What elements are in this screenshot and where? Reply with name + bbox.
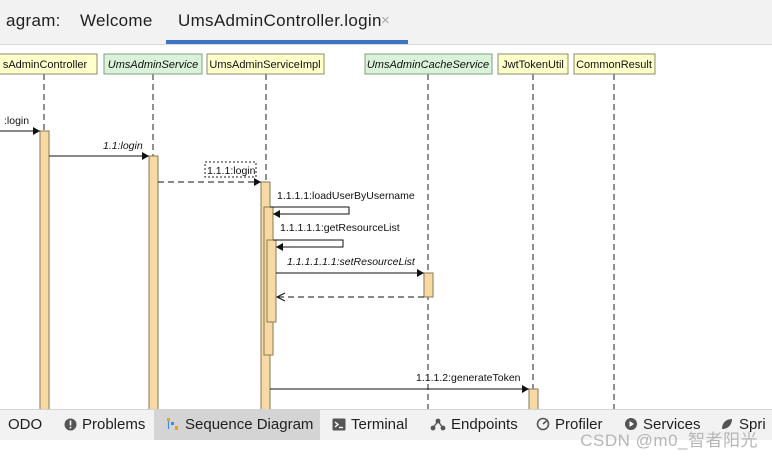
tool-endpoints[interactable]: Endpoints [430, 416, 518, 433]
sequence-diagram-icon [167, 418, 178, 430]
self-message-arrow[interactable] [273, 239, 344, 248]
tool-label: Profiler [555, 416, 603, 433]
tool-label: Sequence Diagram [185, 416, 314, 433]
terminal-icon [332, 418, 346, 431]
message-label: 1.1:login [103, 140, 143, 152]
tool-label: Terminal [351, 416, 408, 433]
tool-label: Spri [739, 416, 766, 433]
lifeline-jwttokenutil[interactable]: JwtTokenUtil [497, 53, 569, 75]
message-label: 1.1.1.1.1:getResourceList [280, 222, 400, 234]
lifeline-commonresult[interactable]: CommonResult [573, 53, 656, 75]
lifeline-label: CommonResult [576, 59, 652, 71]
footer-strip [0, 440, 772, 457]
arrowhead [273, 210, 280, 218]
active-tab-indicator [166, 40, 408, 44]
tool-problems[interactable]: Problems [64, 416, 145, 433]
lifeline-umsadmincontroller[interactable]: sAdminController [0, 53, 98, 75]
tool-terminal[interactable]: Terminal [332, 416, 408, 433]
lifeline-umsadminservice[interactable]: UmsAdminService [103, 53, 203, 75]
activation-bar [423, 272, 434, 298]
lifeline-umsadmincacheservice[interactable]: UmsAdminCacheService [364, 53, 493, 75]
tab-welcome[interactable]: Welcome [80, 11, 153, 30]
message-label: :login [4, 115, 29, 127]
lifeline-label: sAdminController [3, 59, 88, 71]
self-message-arrow[interactable] [270, 206, 350, 215]
lifeline-label: UmsAdminService [108, 59, 198, 71]
message-label: 1.1.1:login [207, 165, 256, 177]
activation-bar [39, 130, 50, 409]
message-label: 1.1.1.1:loadUserByUsername [277, 190, 415, 202]
active-tool-highlight [154, 410, 320, 441]
problems-icon [64, 418, 77, 431]
editor-tab-bar: agram: Welcome UmsAdminController.login … [0, 0, 772, 45]
tool-label: ODO [8, 416, 43, 433]
tab-umsadmincontroller-login[interactable]: UmsAdminController.login [178, 11, 382, 30]
message-label: 1.1.1.2:generateToken [416, 372, 521, 384]
lifeline-umsadminserviceimpl[interactable]: UmsAdminServiceImpl [206, 53, 325, 75]
close-tab-icon[interactable]: × [381, 12, 390, 29]
tool-todo[interactable]: ODO [8, 416, 42, 433]
lifeline-label: UmsAdminServiceImpl [209, 59, 320, 71]
diagram-title: agram: [6, 11, 61, 30]
lifeline-label: JwtTokenUtil [502, 59, 564, 71]
tool-profiler[interactable]: Profiler [536, 416, 603, 433]
tool-label: Endpoints [451, 416, 518, 433]
arrowhead [417, 269, 424, 277]
arrowhead [254, 178, 261, 186]
spring-icon [722, 419, 732, 429]
return-arrowhead [275, 292, 286, 302]
selected-message-highlight [204, 161, 257, 178]
endpoints-icon [430, 418, 446, 431]
tool-spring[interactable]: Spri [720, 416, 766, 433]
services-icon [625, 418, 637, 430]
activation-bar [266, 239, 277, 323]
arrowhead [276, 243, 283, 251]
message-label: 1.1.1.1.1.1:setResourceList [287, 256, 416, 268]
tool-window-bar: ODO Problems Sequence Diagram Terminal [0, 409, 772, 441]
arrowhead [33, 127, 40, 135]
profiler-icon [536, 417, 550, 431]
arrowhead [142, 152, 149, 160]
arrowhead [522, 385, 529, 393]
tool-services[interactable]: Services [624, 416, 701, 433]
activation-bar [528, 388, 539, 409]
tool-label: Problems [82, 416, 146, 433]
sequence-diagram-canvas[interactable]: sAdminController UmsAdminService UmsAdmi… [0, 45, 772, 409]
watermark: CSDN @m0_智者阳光 [580, 431, 758, 450]
tool-label: Services [643, 416, 701, 433]
tool-sequence-diagram[interactable]: Sequence Diagram [166, 416, 313, 433]
lifeline-label: UmsAdminCacheService [367, 59, 489, 71]
activation-bar [148, 155, 159, 409]
